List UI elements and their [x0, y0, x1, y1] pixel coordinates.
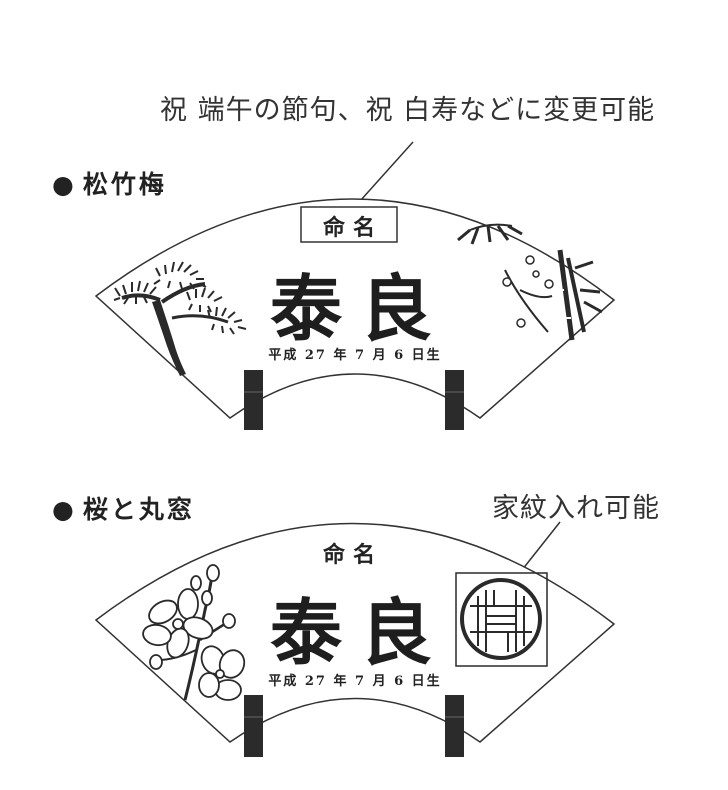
design2-label-text: 桜と丸窓 — [82, 495, 195, 524]
stands-1 — [244, 370, 464, 430]
crest-annotation: 家紋入れ可能 — [492, 493, 660, 524]
title-text-1: 命名 — [322, 215, 383, 241]
stand-right-2 — [445, 695, 464, 757]
cherry-blossom-icon — [142, 564, 246, 701]
design1-label-text: 松竹梅 — [82, 170, 167, 199]
pine-tree-icon — [113, 261, 247, 376]
stand-left-1 — [244, 370, 263, 430]
date-text-2: 平成 27 年 7 月 6 日生 — [268, 674, 442, 689]
bamboo-plum-icon — [457, 223, 603, 341]
name-text-1: 泰良 — [269, 266, 450, 351]
title-box-1 — [300, 206, 398, 243]
blossom-flower-1 — [142, 588, 214, 659]
round-window-crest-icon — [455, 572, 548, 667]
title-text-2: 命名 — [322, 542, 383, 568]
design2-label: ●桜と丸窓 — [52, 490, 195, 526]
top-annotation: 祝 端午の節句、祝 白寿などに変更可能 — [160, 95, 656, 126]
bullet-icon: ● — [52, 495, 77, 524]
bullet-icon: ● — [52, 170, 77, 199]
stands-2 — [244, 695, 464, 757]
name-text-2: 泰良 — [269, 590, 450, 675]
stand-right-1 — [445, 370, 464, 430]
stand-left-2 — [244, 695, 263, 757]
pointer-line-2 — [521, 521, 561, 571]
date-text-1: 平成 27 年 7 月 6 日生 — [268, 348, 442, 363]
blossom-flower-2 — [198, 645, 246, 701]
design1-label: ●松竹梅 — [52, 165, 167, 201]
